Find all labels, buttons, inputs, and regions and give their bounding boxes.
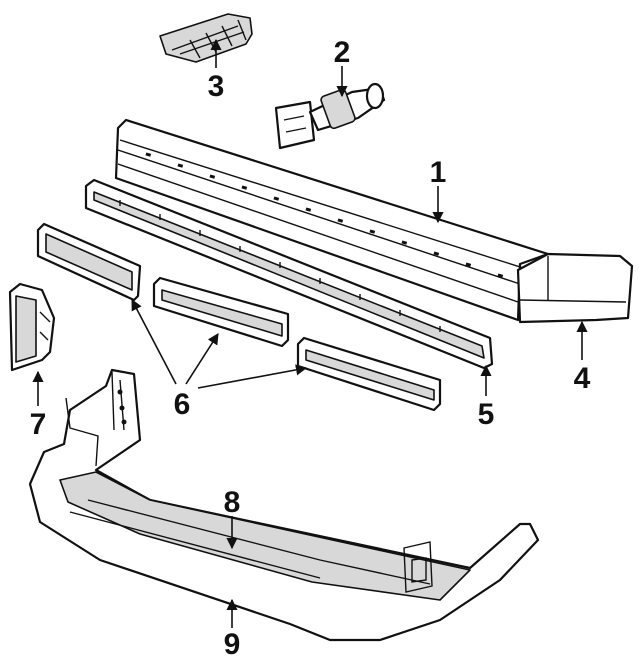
callout-8: 8 [224, 486, 241, 519]
callout-6: 6 [174, 388, 191, 421]
part-9-bumper-cover [28, 368, 540, 642]
part-3-bracket [159, 13, 253, 63]
callout-3: 3 [208, 70, 225, 103]
part-1-bumper-reinforcement [114, 118, 550, 322]
callout-9: 9 [224, 628, 241, 661]
part-2-mounting-bracket [274, 82, 386, 150]
leader-6a [131, 299, 177, 385]
callout-2: 2 [334, 36, 351, 69]
callout-7: 7 [30, 408, 47, 441]
part-5-molding-strip [84, 178, 494, 370]
leader-6b [185, 333, 219, 385]
callout-4: 4 [574, 362, 591, 395]
callout-5: 5 [478, 398, 495, 431]
callout-labels: 1 2 3 4 5 6 7 8 9 [30, 36, 591, 661]
callout-1: 1 [430, 156, 447, 189]
leader-6c [197, 364, 308, 389]
leader-lines [32, 38, 588, 628]
part-7-corner-bracket [8, 282, 56, 372]
part-4-end-cap [516, 252, 634, 324]
